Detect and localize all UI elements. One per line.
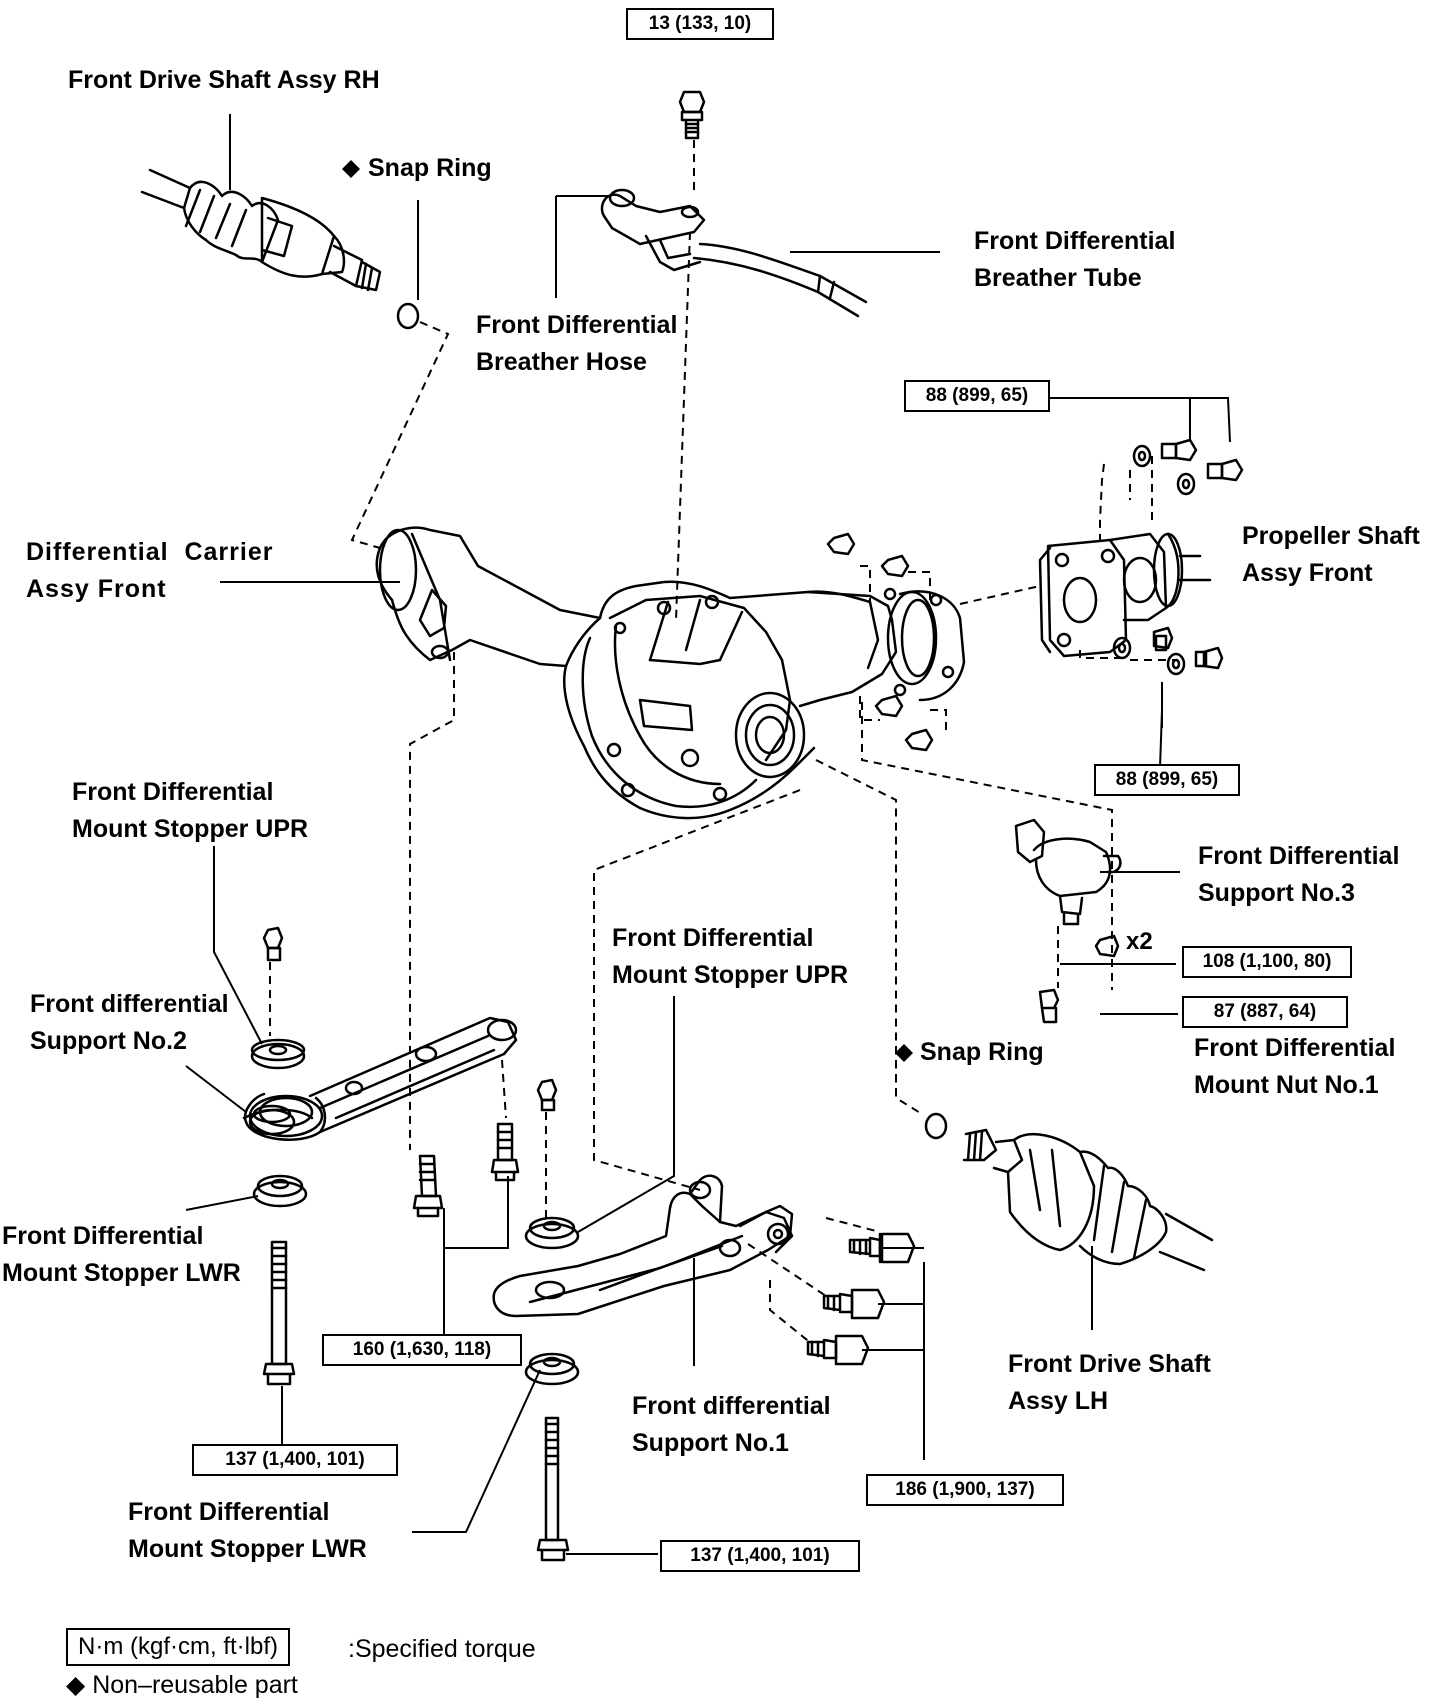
propeller-shaft-part [1038, 532, 1212, 658]
torque-propeller-bottom: 88 (899, 65) [1094, 764, 1240, 796]
differential-carrier-part [375, 526, 966, 820]
breather-bolt-part [678, 90, 706, 140]
assembly-dashed-lines [269, 140, 1176, 1345]
stopper-lwr-bottom-part [524, 1352, 580, 1562]
support-no1-bolts-part [806, 1232, 916, 1366]
label-drive-shaft-rh: Front Drive Shaft Assy RH [68, 66, 380, 94]
legend-non-reusable: ◆ Non–reusable part [66, 1671, 298, 1699]
diamond-icon: ◆ [66, 1671, 86, 1699]
support-no3-part [1014, 818, 1122, 1024]
torque-support-no1-bolts: 186 (1,900, 137) [866, 1474, 1064, 1506]
support-no2-bolts-part [412, 1122, 520, 1218]
torque-breather-bolt: 13 (133, 10) [626, 8, 774, 40]
leader-lines [185, 114, 1231, 1555]
label-snap-ring-bottom: Snap Ring [920, 1038, 1044, 1066]
torque-support-no2-bolts: 160 (1,630, 118) [322, 1334, 522, 1366]
label-snap-ring-top: Snap Ring [368, 154, 492, 182]
torque-mount-nut: 87 (887, 64) [1182, 996, 1348, 1028]
torque-propeller-top: 88 (899, 65) [904, 380, 1050, 412]
non-reusable-markers [342, 160, 913, 1062]
support-no2-part [242, 926, 518, 1141]
drive-shaft-lh-part [924, 1112, 1214, 1272]
breather-tube-part [600, 188, 868, 318]
torque-support-no3: 108 (1,100, 80) [1182, 946, 1352, 978]
support-no1-part [492, 1174, 794, 1318]
torque-stopper-lwr-left: 137 (1,400, 101) [192, 1444, 398, 1476]
drive-shaft-rh-part [140, 168, 382, 292]
stopper-upr-center-part [524, 1078, 580, 1250]
torque-stopper-lwr-bottom: 137 (1,400, 101) [660, 1540, 860, 1572]
stopper-lwr-left-part [252, 1174, 308, 1386]
legend-specified-torque: :Specified torque [348, 1635, 536, 1663]
propeller-fasteners-part [826, 438, 1244, 752]
snap-ring-top-part [396, 302, 420, 330]
legend-unit-box: N·m (kgf·cm, ft·lbf) [66, 1628, 290, 1666]
quantity-x2: x2 [1126, 928, 1153, 955]
snap-ring-bottom-part [924, 1112, 948, 1140]
